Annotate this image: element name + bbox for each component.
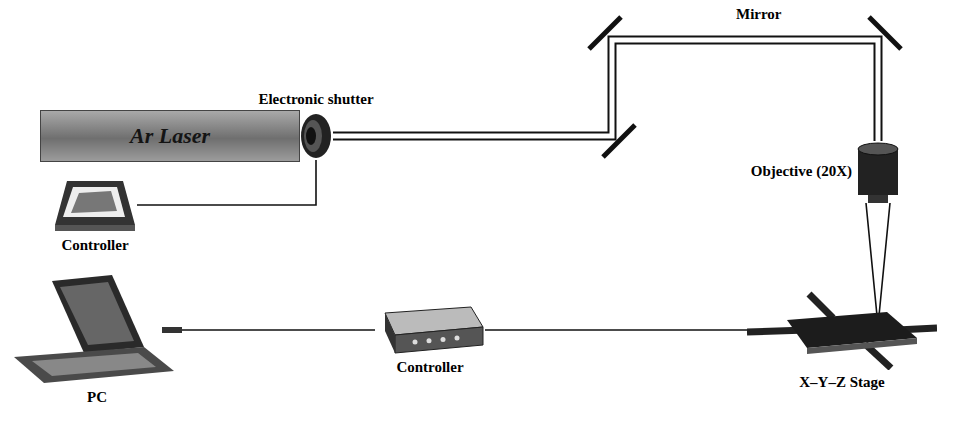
part-label: Controller (396, 359, 463, 376)
laser-body: Ar Laser (40, 110, 300, 162)
xyz-stage: X–Y–Z Stage (747, 290, 937, 391)
pc-laptop: PC (12, 275, 182, 406)
part-label: PC (87, 389, 107, 406)
mirror-label: Mirror (736, 6, 782, 23)
beam-core (333, 40, 878, 141)
part-label: Electronic shutter (258, 91, 373, 108)
shutter-controller-drawing (53, 177, 137, 233)
data-cable (485, 330, 747, 331)
control-wire (137, 160, 316, 205)
objective-lens-drawing (856, 141, 900, 203)
electronic-shutter: Electronic shutter (258, 91, 373, 160)
stage-controller: Controller (375, 305, 485, 376)
beam-outline (333, 40, 878, 141)
connector-line (485, 329, 747, 331)
shutter-controller: Controller (53, 177, 137, 254)
electronic-shutter-drawing (299, 112, 333, 160)
part-label: Objective (20X) (751, 163, 852, 180)
connector-line (866, 203, 890, 326)
stage-controller-drawing (375, 305, 485, 355)
laser-beam (333, 40, 878, 141)
connector-line (182, 329, 375, 331)
connector-line (137, 160, 316, 205)
focused-beam (866, 203, 890, 326)
pc-laptop-drawing (12, 275, 182, 385)
objective-lens: Objective (20X) (751, 141, 900, 203)
data-cable (182, 330, 375, 331)
part-label: Controller (61, 237, 128, 254)
xyz-stage-drawing (747, 290, 937, 370)
part-label: X–Y–Z Stage (799, 374, 884, 391)
laser-label: Ar Laser (130, 123, 210, 148)
